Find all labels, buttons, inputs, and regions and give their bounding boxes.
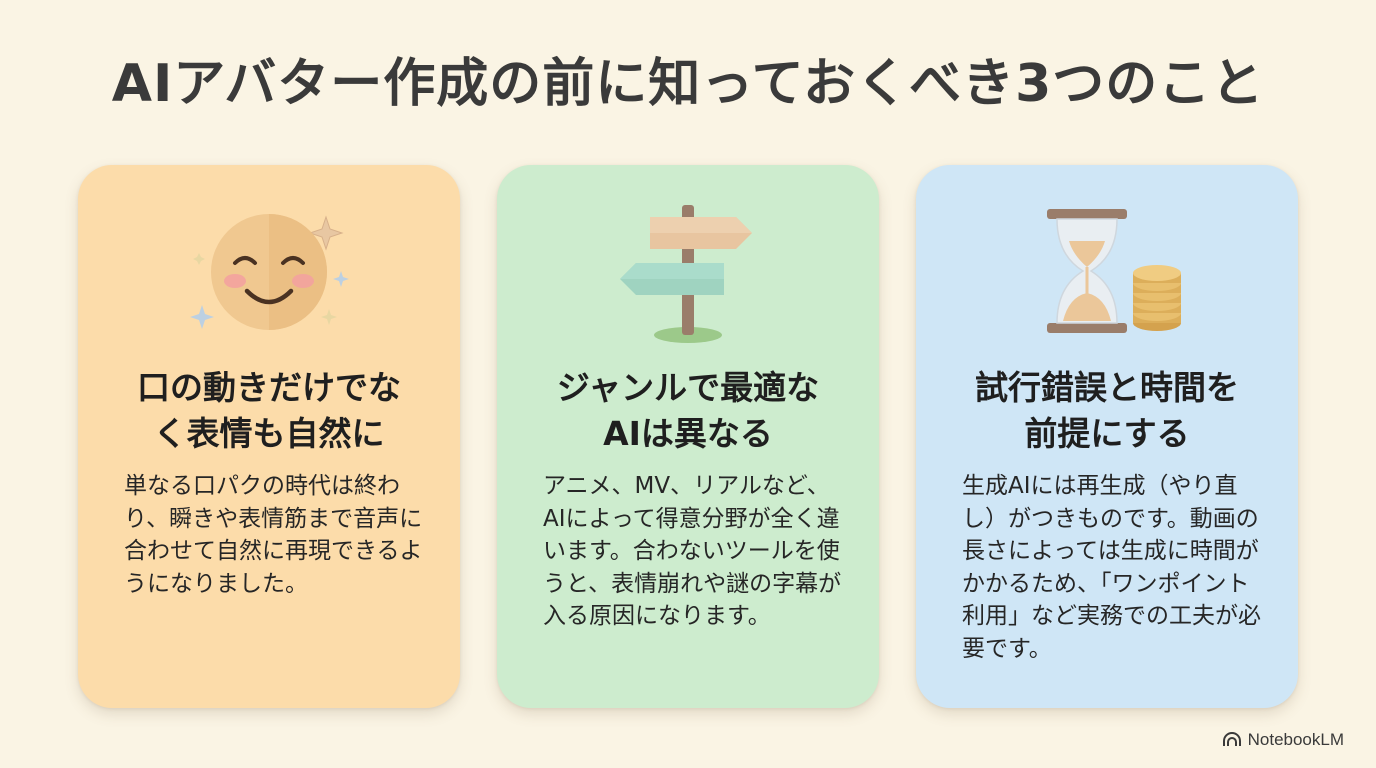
card-heading-line: 前提にする [1024,414,1190,453]
brand-label: NotebookLM [1247,730,1344,749]
card-heading-line: 試行錯誤と時間を [975,368,1239,407]
card-heading: 試行錯誤と時間を 前提にする [916,365,1298,457]
card-body: 生成AIには再生成（やり直し）がつきものです。動画の長さによっては生成に時間がか… [962,473,1261,662]
card-body: 単なる口パクの時代は終わり、瞬きや表情筋まで音声に合わせて自然に再現できるように… [124,473,423,597]
card-heading: ジャンルで最適な AIは異なる [497,365,879,457]
card-heading-line: く表情も自然に [153,414,385,453]
card-trial-and-error: 試行錯誤と時間を 前提にする 生成AIには再生成（やり直し）がつきものです。動画… [916,165,1298,708]
signpost-icon [497,197,879,347]
hourglass-coins-icon [916,197,1298,347]
notebooklm-logo-icon [1222,732,1242,748]
card-heading-line: ジャンルで最適な [556,368,820,407]
notebooklm-brand: NotebookLM [1222,730,1344,750]
card-heading-line: 口の動きだけでな [137,368,401,407]
card-heading-line: AIは異なる [603,414,773,453]
card-lip-sync: 口の動きだけでな く表情も自然に 単なる口パクの時代は終わり、瞬きや表情筋まで音… [78,165,460,708]
smiling-face-icon [78,197,460,347]
card-genre: ジャンルで最適な AIは異なる アニメ、MV、リアルなど、AIによって得意分野が… [497,165,879,708]
card-body: アニメ、MV、リアルなど、AIによって得意分野が全く違います。合わないツールを使… [543,473,842,629]
slide-title: AIアバター作成の前に知っておくべき3つのこと [111,54,1265,114]
card-heading: 口の動きだけでな く表情も自然に [78,365,460,457]
